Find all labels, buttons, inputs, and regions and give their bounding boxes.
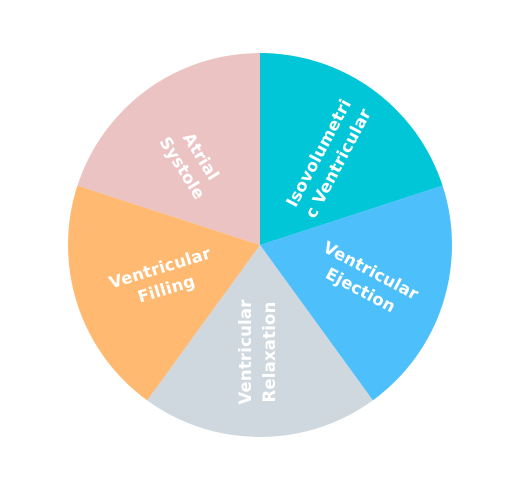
segments-layer: [68, 53, 452, 437]
segment-ventricular-relaxation: [147, 245, 373, 437]
segment-isovolumetric-contraction: [260, 53, 443, 245]
segment-label-ventricular-relaxation: Ventricular Relaxation: [236, 299, 279, 405]
segment-ventricular-ejection: [260, 185, 452, 401]
segment-atrial-systole: [77, 53, 261, 245]
segment-label-line: Relaxation: [260, 301, 279, 402]
segment-ventricular-filling: [68, 185, 261, 401]
segment-label-line: Ventricular: [236, 299, 255, 405]
